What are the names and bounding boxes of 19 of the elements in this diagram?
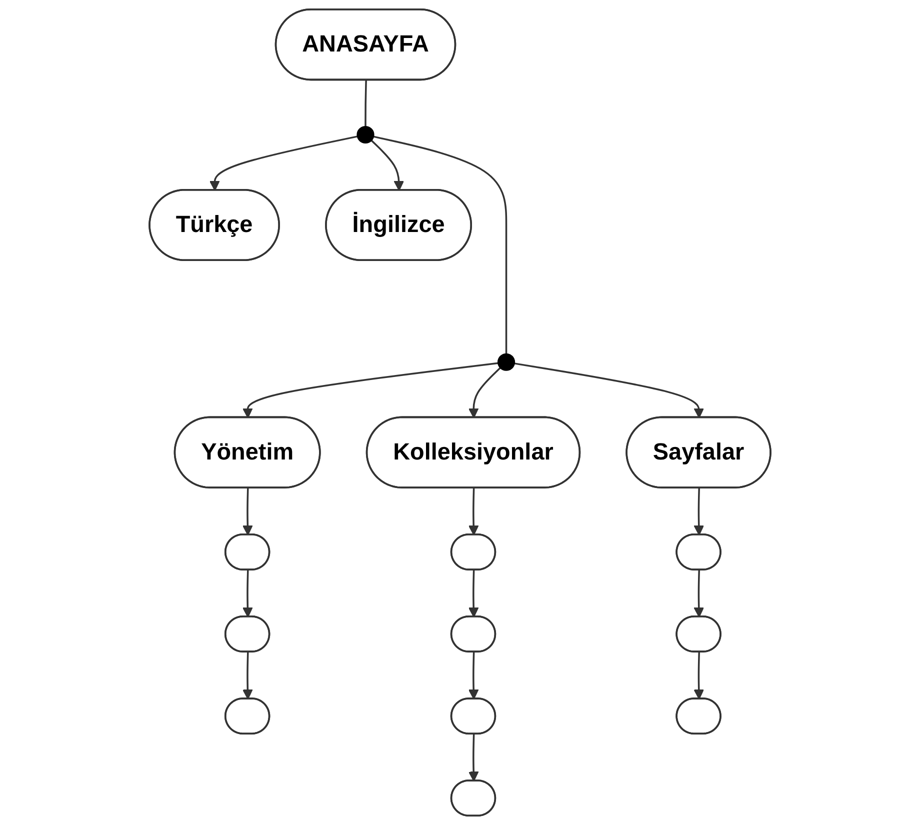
- arrow: [242, 488, 253, 536]
- arrow: [370, 140, 404, 191]
- connector: [364, 80, 367, 127]
- arrow: [468, 652, 479, 700]
- arrow: [242, 652, 253, 700]
- arrow: [514, 362, 704, 418]
- node-circle: [497, 353, 516, 371]
- arrow: [468, 570, 479, 618]
- arrow: [468, 488, 479, 536]
- arrow: [694, 570, 704, 618]
- arrow: [694, 652, 704, 700]
- arrow: [694, 488, 704, 536]
- arrow: [242, 362, 498, 418]
- arrow: [242, 570, 253, 618]
- connector: [373, 136, 508, 354]
- arrow: [468, 367, 501, 418]
- arrow: [210, 136, 358, 191]
- node-circle: [356, 126, 374, 144]
- arrow: [468, 734, 479, 782]
